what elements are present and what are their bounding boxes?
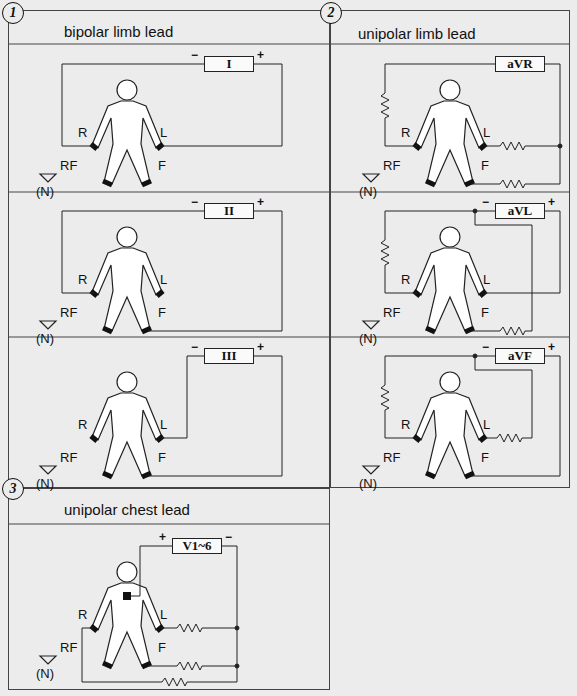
polarity-sign: − xyxy=(482,195,489,209)
electrode-label: F xyxy=(481,451,489,465)
lead-name: aVL xyxy=(508,204,533,218)
lead-meter-box: III xyxy=(204,348,254,364)
electrode-label: R xyxy=(401,126,410,140)
panel-heading: unipolar limb lead xyxy=(355,25,479,42)
electrode-label: R xyxy=(78,418,87,432)
lead-meter-box: V1~6 xyxy=(172,538,222,554)
polarity-sign: + xyxy=(159,530,166,544)
electrode-label: R xyxy=(401,418,410,432)
lead-name: aVF xyxy=(508,349,532,363)
ground-label: (N) xyxy=(359,332,377,346)
electrode-label: RF xyxy=(60,451,77,465)
lead-name: III xyxy=(221,349,236,363)
polarity-sign: − xyxy=(482,340,489,354)
lead-meter-box: II xyxy=(204,203,254,219)
electrode-label: R xyxy=(78,608,87,622)
electrode-label: L xyxy=(160,273,167,287)
lead-meter-box: I xyxy=(204,56,254,72)
callout-number: 2 xyxy=(320,2,342,24)
ground-label: (N) xyxy=(359,185,377,199)
polarity-sign: + xyxy=(548,340,555,354)
polarity-sign: + xyxy=(548,195,555,209)
lead-meter-box: aVL xyxy=(495,203,545,219)
electrode-label: L xyxy=(483,273,490,287)
ground-label: (N) xyxy=(36,477,54,491)
polarity-sign: − xyxy=(225,530,232,544)
polarity-sign: − xyxy=(191,48,198,62)
electrode-label: R xyxy=(78,126,87,140)
electrode-label: F xyxy=(158,159,166,173)
electrode-label: R xyxy=(78,273,87,287)
lead-name: aVR xyxy=(507,57,532,71)
electrode-label: RF xyxy=(60,159,77,173)
electrode-label: R xyxy=(401,273,410,287)
panel-heading: bipolar limb lead xyxy=(61,23,176,40)
ground-label: (N) xyxy=(36,185,54,199)
lead-name: I xyxy=(226,57,231,71)
electrode-label: L xyxy=(483,418,490,432)
polarity-sign: + xyxy=(257,195,264,209)
electrode-label: L xyxy=(160,608,167,622)
electrode-label: F xyxy=(158,641,166,655)
electrode-label: RF xyxy=(383,159,400,173)
electrode-label: RF xyxy=(60,641,77,655)
electrode-label: F xyxy=(481,306,489,320)
ground-label: (N) xyxy=(36,667,54,681)
lead-meter-box: aVF xyxy=(495,348,545,364)
callout-number: 1 xyxy=(2,2,24,24)
callout-number: 3 xyxy=(2,478,24,500)
lead-name: II xyxy=(224,204,234,218)
electrode-label: RF xyxy=(383,306,400,320)
polarity-sign: + xyxy=(257,48,264,62)
electrode-label: L xyxy=(483,126,490,140)
polarity-sign: − xyxy=(191,195,198,209)
ground-label: (N) xyxy=(36,332,54,346)
electrode-label: L xyxy=(160,126,167,140)
electrode-label: F xyxy=(158,451,166,465)
electrode-label: L xyxy=(160,418,167,432)
electrode-label: F xyxy=(481,159,489,173)
panel-heading: unipolar chest lead xyxy=(61,501,193,518)
lead-panel: unipolar limb lead aVR aVL aVF xyxy=(330,10,570,488)
lead-panel: unipolar chest leadV1~6 xyxy=(8,488,330,690)
electrode-label: RF xyxy=(383,451,400,465)
polarity-sign: − xyxy=(191,340,198,354)
electrode-label: F xyxy=(158,306,166,320)
ground-label: (N) xyxy=(359,477,377,491)
lead-name: V1~6 xyxy=(182,539,211,553)
lead-panel: bipolar limb leadIIIIII xyxy=(8,10,330,488)
electrode-label: RF xyxy=(60,306,77,320)
polarity-sign: + xyxy=(257,340,264,354)
lead-meter-box: aVR xyxy=(495,56,545,72)
